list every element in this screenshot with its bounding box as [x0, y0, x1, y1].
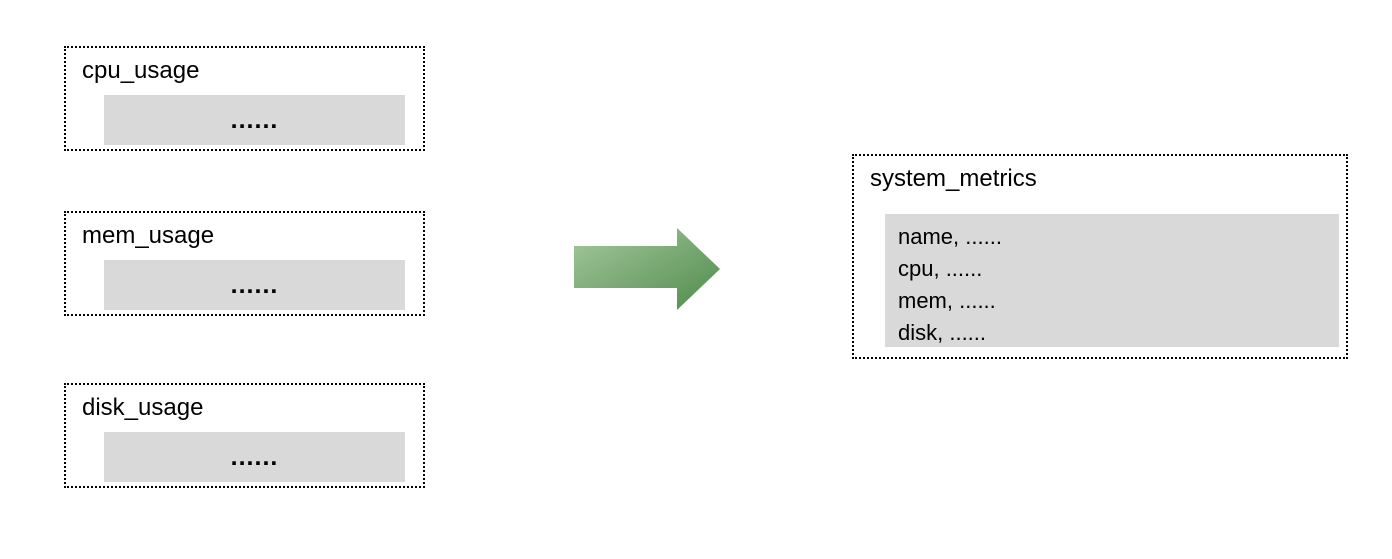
- table-columns-panel: name, ...... cpu, ...... mem, ...... dis…: [885, 214, 1339, 347]
- ellipsis-text: ......: [230, 271, 279, 299]
- source-table-mem-usage: mem_usage ......: [64, 211, 425, 316]
- column-row: name, ......: [898, 224, 1002, 249]
- table-rows-placeholder: ......: [104, 95, 405, 145]
- table-title: mem_usage: [82, 222, 215, 249]
- source-table-cpu-usage: cpu_usage ......: [64, 46, 425, 151]
- source-table-disk-usage: disk_usage ......: [64, 383, 425, 488]
- target-table-system-metrics: system_metrics name, ...... cpu, ...... …: [852, 154, 1348, 359]
- ellipsis-text: ......: [230, 106, 279, 134]
- table-title: disk_usage: [82, 394, 204, 421]
- table-rows-placeholder: ......: [104, 260, 405, 310]
- ellipsis-text: ......: [230, 443, 279, 471]
- table-title: cpu_usage: [82, 57, 200, 84]
- column-row: disk, ......: [898, 320, 987, 345]
- column-row: cpu, ......: [898, 256, 983, 281]
- merge-arrow-icon: [574, 228, 720, 310]
- column-row: mem, ......: [898, 288, 996, 313]
- table-title: system_metrics: [870, 165, 1037, 192]
- table-rows-placeholder: ......: [104, 432, 405, 482]
